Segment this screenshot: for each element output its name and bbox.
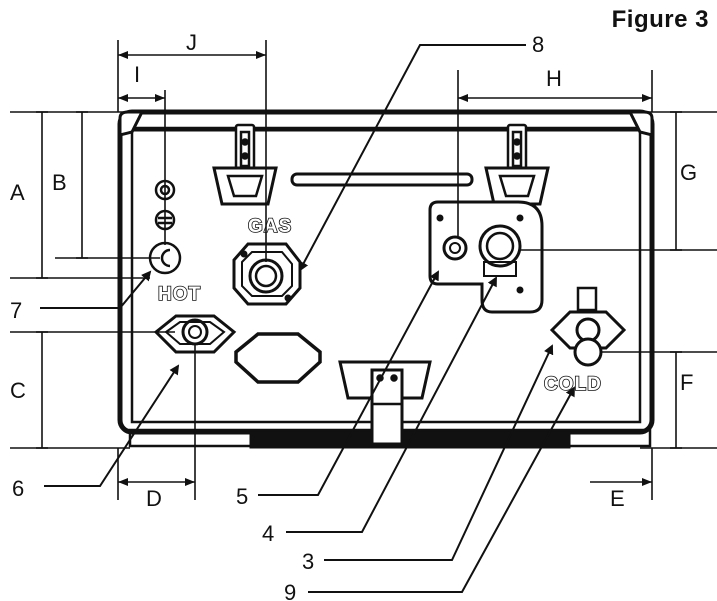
dim-label-h: H — [546, 66, 562, 91]
callout-7: 7 — [10, 298, 22, 323]
left-mounting-bracket — [212, 123, 278, 206]
callout-3: 3 — [302, 549, 314, 574]
figure-title: Figure 3 — [611, 6, 709, 33]
callout-4: 4 — [262, 521, 274, 546]
cold-label: COLD — [544, 374, 602, 395]
callout-9: 9 — [284, 580, 296, 601]
dim-label-d: D — [146, 486, 162, 511]
bottom-bracket — [338, 360, 432, 446]
hot-label: HOT — [158, 284, 201, 305]
diamond-opening — [234, 332, 322, 384]
gas-connection — [232, 242, 302, 306]
gas-label: GAS — [248, 216, 292, 237]
dim-label-c: C — [10, 378, 26, 403]
dim-label-a: A — [10, 180, 25, 205]
callout-leaders — [40, 44, 575, 593]
callout-6: 6 — [12, 476, 24, 501]
callout-8: 8 — [532, 32, 544, 57]
dim-label-i: I — [134, 62, 140, 87]
dim-label-b: B — [52, 170, 67, 195]
dimension-lines — [10, 40, 717, 500]
callout-5: 5 — [236, 484, 248, 509]
vent-slot — [290, 172, 474, 187]
dimension-arrows — [118, 51, 652, 486]
dim-label-f: F — [680, 370, 693, 395]
right-mounting-bracket — [484, 123, 550, 206]
dim-label-j: J — [186, 30, 197, 55]
dim-label-g: G — [680, 160, 697, 185]
cold-connection — [549, 286, 627, 367]
dim-label-e: E — [610, 486, 625, 511]
